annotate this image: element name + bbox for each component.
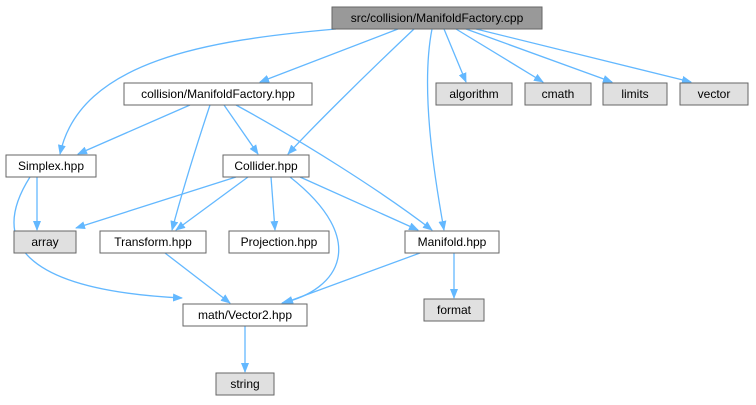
edge-manifoldfactory_hpp-to-transform: [170, 104, 211, 231]
node-box: [182, 303, 308, 327]
node-box: [222, 154, 310, 178]
edge-simplex-to-vector2: [13, 176, 183, 302]
node-string: string: [215, 372, 275, 396]
node-box: [99, 230, 207, 254]
node-manifoldfactory-cpp[interactable]: src/collision/ManifoldFactory.cpp: [331, 6, 543, 30]
node-box: [679, 82, 749, 106]
node-label: Collider.hpp: [234, 159, 298, 173]
edge-root-to-manifold: [426, 28, 447, 231]
node-box: [331, 6, 543, 30]
node-array: array: [13, 230, 77, 254]
edge-collider-to-manifold: [299, 176, 419, 231]
node-label: src/collision/ManifoldFactory.cpp: [351, 11, 524, 25]
node-box: [423, 298, 485, 322]
node-box: [404, 230, 500, 254]
edge-root-to-vector: [475, 28, 692, 84]
node-box: [5, 154, 97, 178]
node-manifoldfactory-hpp[interactable]: collision/ManifoldFactory.hpp: [123, 82, 313, 106]
node-vector: vector: [679, 82, 749, 106]
node-simplex-hpp[interactable]: Simplex.hpp: [5, 154, 97, 178]
node-limits: limits: [602, 82, 668, 106]
edge-root-to-manifoldfactory_hpp: [259, 28, 399, 83]
node-collider-hpp[interactable]: Collider.hpp: [222, 154, 310, 178]
node-box: [524, 82, 592, 106]
node-layer: src/collision/ManifoldFactory.cpp collis…: [5, 6, 749, 396]
node-label: algorithm: [449, 87, 498, 101]
edge-collider-to-projection: [270, 176, 279, 231]
edge-manifold-to-vector2: [283, 252, 421, 304]
node-projection-hpp[interactable]: Projection.hpp: [228, 230, 330, 254]
node-label: collision/ManifoldFactory.hpp: [141, 87, 295, 101]
node-box: [602, 82, 668, 106]
node-label: string: [230, 377, 259, 391]
node-label: vector: [698, 87, 731, 101]
node-label: Manifold.hpp: [418, 235, 487, 249]
node-box: [123, 82, 313, 106]
node-label: Simplex.hpp: [18, 159, 84, 173]
edge-root-to-algorithm: [443, 28, 467, 83]
edge-root-to-collider: [287, 28, 415, 155]
edge-manifoldfactory_hpp-to-simplex: [77, 104, 191, 155]
node-box: [13, 230, 77, 254]
node-cmath: cmath: [524, 82, 592, 106]
node-label: Transform.hpp: [114, 235, 192, 249]
edge-root-to-cmath: [455, 28, 544, 83]
edge-manifoldfactory_hpp-to-collider: [223, 104, 259, 155]
edge-collider-to-transform: [175, 176, 249, 231]
node-label: cmath: [542, 87, 575, 101]
edge-manifoldfactory_hpp-to-manifold: [235, 104, 433, 231]
node-vector2-hpp[interactable]: math/Vector2.hpp: [182, 303, 308, 327]
node-box: [228, 230, 330, 254]
edge-transform-to-vector2: [164, 252, 231, 304]
edge-collider-to-array: [75, 176, 237, 230]
node-algorithm: algorithm: [435, 82, 513, 106]
edge-root-to-limits: [465, 28, 613, 83]
node-label: limits: [621, 87, 648, 101]
node-transform-hpp[interactable]: Transform.hpp: [99, 230, 207, 254]
node-label: format: [437, 303, 472, 317]
edge-root-to-simplex: [57, 28, 337, 155]
edge-layer: [13, 28, 692, 373]
node-label: array: [31, 235, 58, 249]
node-manifold-hpp[interactable]: Manifold.hpp: [404, 230, 500, 254]
node-box: [435, 82, 513, 106]
node-box: [215, 372, 275, 396]
node-label: math/Vector2.hpp: [198, 308, 292, 322]
node-format: format: [423, 298, 485, 322]
node-label: Projection.hpp: [241, 235, 318, 249]
